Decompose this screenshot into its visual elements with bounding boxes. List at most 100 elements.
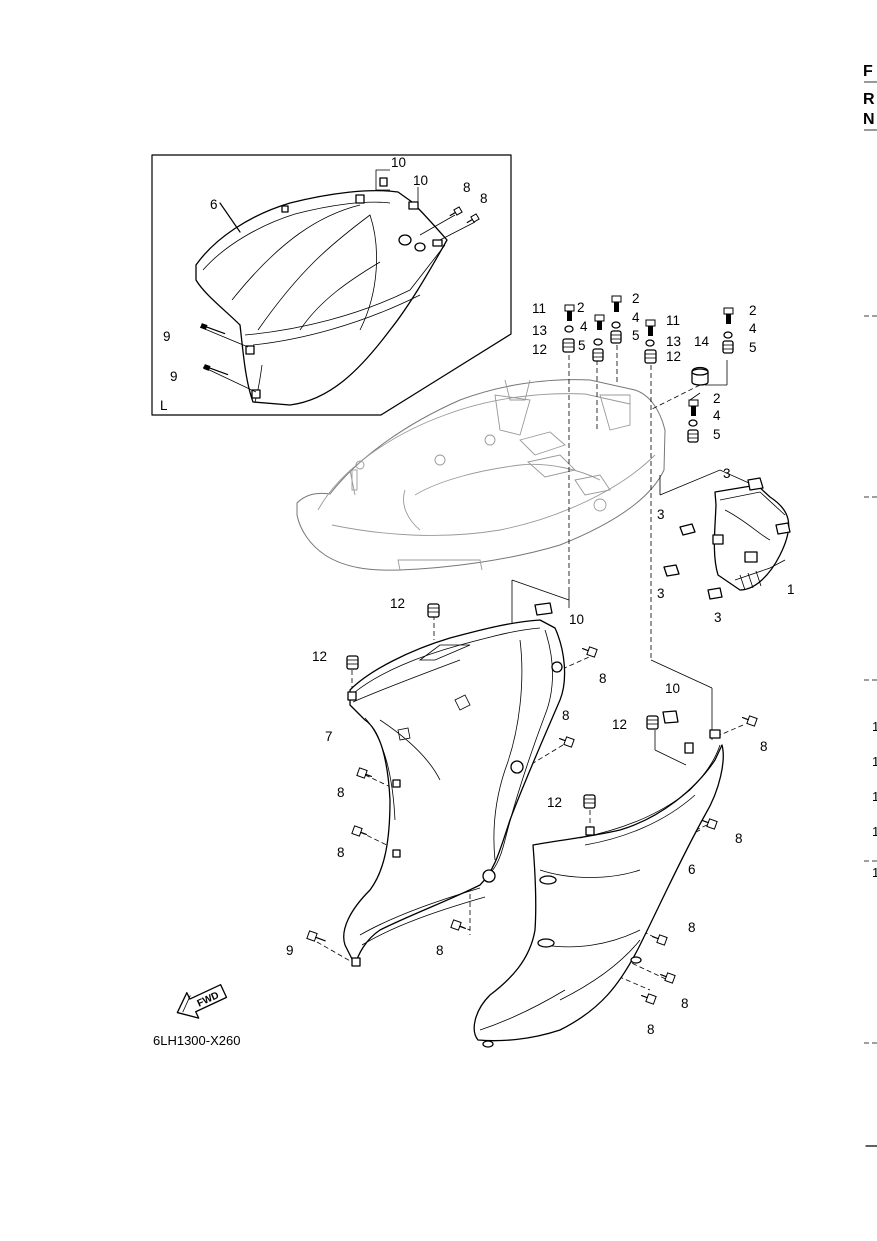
label-8: 8	[436, 943, 444, 958]
label-3: 3	[657, 507, 665, 522]
label-5: 5	[749, 340, 757, 355]
bolt-8	[559, 736, 575, 748]
bolt-2	[723, 307, 734, 324]
label-5: 5	[713, 427, 721, 442]
label-12: 12	[547, 795, 562, 810]
label-11: 11	[666, 313, 680, 328]
label-8: 8	[735, 831, 743, 846]
margin-number: 1	[872, 719, 877, 734]
label-3: 3	[657, 586, 665, 601]
bolt-11	[564, 304, 575, 321]
label-8: 8	[599, 671, 607, 686]
label-10: 10	[569, 612, 584, 627]
label-8: 8	[337, 845, 345, 860]
label-10: 10	[665, 681, 680, 696]
label-11: 11	[532, 301, 546, 316]
side-cowling-7	[343, 619, 566, 967]
label-14: 14	[694, 334, 710, 349]
bolt-8	[582, 646, 598, 658]
margin-number: 1	[872, 789, 877, 804]
label-1: 1	[787, 582, 795, 597]
label-12: 12	[312, 649, 327, 664]
part-labels: 11 2 4 5 13 12 2 4 5 11 13 12 14 2 4 5 2…	[286, 291, 795, 1037]
margin-number: 1	[872, 824, 877, 839]
bolt-8	[351, 825, 367, 837]
bolt-8	[356, 767, 372, 779]
label-4: 4	[632, 310, 640, 325]
label-3: 3	[723, 466, 731, 481]
hardware-stacks	[562, 295, 734, 443]
label-2: 2	[632, 291, 640, 306]
grommet-5	[610, 330, 622, 344]
grommet-14	[691, 366, 709, 386]
margin-number: 1	[872, 754, 877, 769]
label-2: 2	[713, 391, 721, 406]
grommet-5	[592, 348, 604, 362]
label-5: 5	[632, 328, 640, 343]
grommet-5	[722, 340, 734, 354]
grommet-12	[646, 715, 659, 730]
label-6: 6	[688, 862, 696, 877]
label-8: 8	[463, 180, 471, 195]
label-7: 7	[325, 729, 333, 744]
label-12: 12	[612, 717, 627, 732]
margin-number: 1	[872, 865, 877, 880]
label-2: 2	[577, 300, 585, 315]
label-12: 12	[532, 342, 547, 357]
label-6: 6	[210, 197, 218, 212]
label-8: 8	[337, 785, 345, 800]
fwd-label: FWD	[196, 990, 221, 1010]
bolt-2	[594, 314, 605, 330]
label-8: 8	[562, 708, 570, 723]
bolt-8	[652, 934, 668, 946]
grommet-12	[583, 794, 596, 809]
label-10: 10	[413, 173, 428, 188]
label-9: 9	[163, 329, 171, 344]
diagram-code: 6LH1300-X260	[153, 1033, 240, 1048]
fwd-arrow: FWD	[176, 984, 228, 1019]
label-9: 9	[286, 943, 294, 958]
screw-9	[306, 930, 326, 942]
margin-column: 1 1 1 1 1	[864, 315, 877, 1147]
label-9: 9	[170, 369, 178, 384]
label-3: 3	[714, 610, 722, 625]
label-8: 8	[688, 920, 696, 935]
header-letter-f: F	[863, 63, 873, 80]
header-letter-r: R	[863, 91, 875, 108]
inset-view-box: L 10 10 8 8 6	[151, 154, 512, 416]
label-12: 12	[390, 596, 405, 611]
label-4: 4	[749, 321, 757, 336]
bracket-part-1	[712, 484, 790, 591]
inset-view-label: L	[160, 398, 168, 413]
label-13: 13	[532, 323, 547, 338]
bolt-8	[702, 818, 718, 830]
clip-3	[663, 477, 791, 600]
grommet-5	[687, 429, 699, 443]
header-letter-n: N	[863, 111, 875, 128]
label-2: 2	[749, 303, 757, 318]
bolt-8	[450, 919, 466, 931]
lower-hardware	[306, 602, 758, 1005]
clip-10	[534, 602, 553, 616]
label-8: 8	[647, 1022, 655, 1037]
clip-10	[662, 710, 679, 724]
bottom-cowling	[296, 379, 666, 571]
label-12: 12	[666, 349, 681, 364]
bolt-2	[688, 399, 699, 416]
grommet-12	[427, 603, 440, 618]
grommet-12	[644, 349, 657, 364]
label-4: 4	[713, 408, 721, 423]
label-8: 8	[681, 996, 689, 1011]
bolt-8	[660, 972, 676, 984]
label-8: 8	[760, 739, 768, 754]
label-4: 4	[580, 319, 588, 334]
label-8: 8	[480, 191, 488, 206]
grommet-12	[346, 655, 359, 670]
grommet-12	[562, 338, 575, 353]
label-5: 5	[578, 338, 586, 353]
label-10: 10	[391, 155, 406, 170]
side-cowling-6	[473, 729, 724, 1048]
bolt-8	[641, 993, 657, 1005]
bolt-2	[611, 295, 622, 312]
